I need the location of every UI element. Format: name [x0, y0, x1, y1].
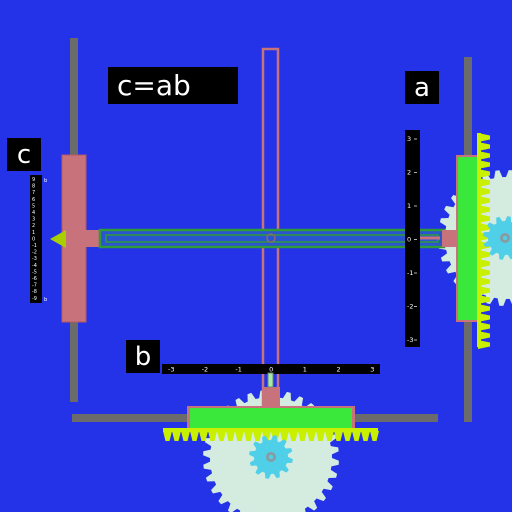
- scale-a-tick-label: 3: [407, 135, 411, 143]
- scale-c-tick-label: 0: [32, 236, 35, 242]
- scale-c-tick-label: 7: [32, 190, 35, 196]
- vertical-slider-column: [261, 47, 280, 409]
- scale-a-tick-label: -2: [407, 303, 413, 311]
- gear-icon: [249, 435, 293, 479]
- scale-a-tick-label: -1: [407, 269, 413, 277]
- scale-a-tick-label: -3: [407, 336, 413, 344]
- scale-b-panel: [162, 364, 380, 374]
- right-slider-connector: [442, 230, 460, 247]
- scale-a-tick-label: 0: [407, 236, 411, 244]
- scale-c-tick-label: -5: [32, 269, 37, 275]
- scale-b-tick-label: -3: [168, 366, 174, 374]
- scale-c-tick-label: 1: [32, 230, 35, 236]
- scale-c-tick-label: 8: [32, 184, 35, 190]
- scale-a-tick-label: 2: [407, 169, 411, 177]
- scale-b-needle: [267, 372, 274, 388]
- scale-c-tick-label: -7: [32, 283, 37, 289]
- scale-c-tick-label: -8: [32, 289, 37, 295]
- bottom-rack-teeth: [163, 428, 379, 441]
- bar-pivot: [266, 233, 276, 243]
- scale-c-bottom-marker: b: [44, 297, 47, 303]
- right-rack-teeth: [477, 133, 490, 349]
- right-rack: [458, 157, 478, 320]
- variable-label-c: c: [7, 138, 41, 171]
- horizontal-bar-outer: [98, 228, 446, 249]
- scale-c-tick-label: 6: [32, 197, 35, 203]
- scale-c-tick-label: 4: [32, 210, 35, 216]
- scale-c-tick-label: 9: [32, 177, 35, 183]
- vertical-slider-base: [262, 387, 280, 409]
- scale-c-tick-label: -6: [32, 276, 37, 282]
- scale-a-tick-label: 1: [407, 202, 411, 210]
- scale-b-ticks: -3 -2 -1 0 1 2 3: [168, 366, 374, 374]
- scale-c-tick-label: -9: [32, 296, 37, 302]
- scale-c-tick-label: -1: [32, 243, 37, 249]
- scale-c-tick-label: 2: [32, 223, 35, 229]
- equation-label: c=ab: [108, 67, 238, 104]
- scale-b-tick-label: -1: [235, 366, 241, 374]
- scale-c-tick-label: -2: [32, 250, 37, 256]
- scale-b-tick-label: 2: [337, 366, 341, 374]
- pointer-arrow-icon: [50, 230, 66, 248]
- scale-c-top-marker: b: [44, 178, 47, 184]
- scale-a-panel: [405, 130, 420, 347]
- variable-label-b: b: [126, 340, 160, 373]
- scale-c-tick-label: -4: [32, 263, 37, 269]
- variable-label-a: a: [405, 71, 439, 104]
- scale-c-tick-label: 5: [32, 203, 35, 209]
- scale-b-tick-label: 1: [303, 366, 307, 374]
- scale-a-ticks: 3 2 1 0 -1 -2 -3: [407, 135, 417, 344]
- gear-icon: [483, 216, 512, 260]
- scale-b-tick-label: -2: [202, 366, 208, 374]
- scale-b-tick-label: 3: [370, 366, 374, 374]
- scale-c-tick-label: 3: [32, 217, 35, 223]
- bottom-rack: [190, 408, 352, 428]
- scale-c-panel: [30, 175, 42, 303]
- scale-c-tick-label: -3: [32, 256, 37, 262]
- scale-b-tick-label: 0: [269, 366, 273, 374]
